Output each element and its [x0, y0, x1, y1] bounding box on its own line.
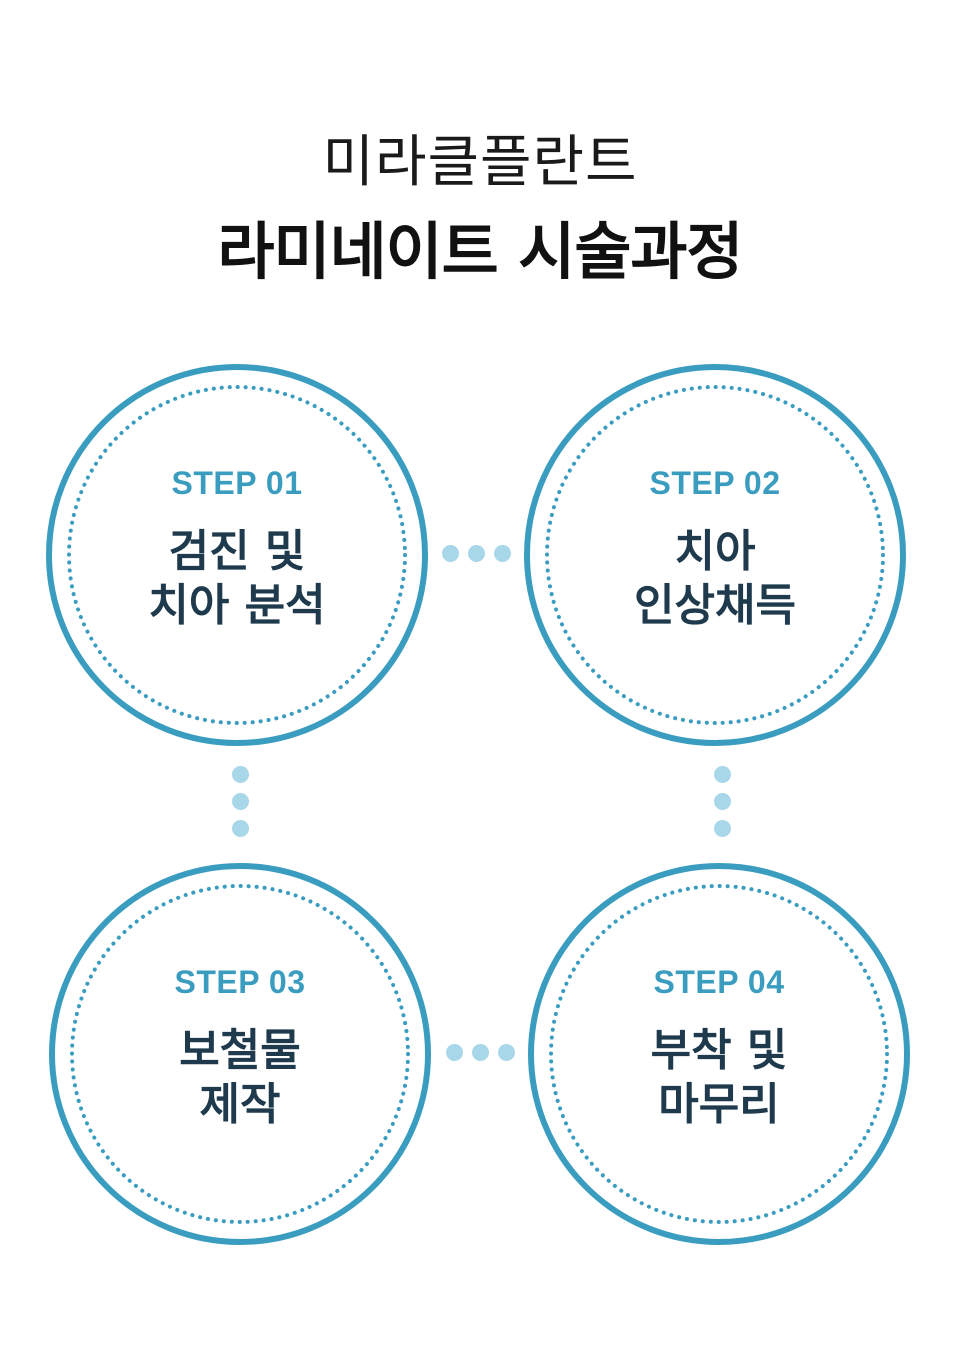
step-03-circle: STEP 03 보철물 제작: [48, 862, 432, 1246]
step-description: 검진 및 치아 분석: [45, 525, 429, 633]
connector-dot: [232, 820, 249, 837]
step-02-circle: STEP 02 치아 인상채득: [523, 363, 907, 747]
step-description-line1: 치아: [674, 526, 756, 577]
connector-dot: [714, 766, 731, 783]
connector-dot: [714, 793, 731, 810]
connector-dot: [446, 1044, 463, 1061]
connector-dots-bottom: [444, 1044, 524, 1061]
step-04-circle: STEP 04 부착 및 마무리: [527, 862, 911, 1246]
step-label: STEP 04: [653, 964, 785, 1000]
step-label: STEP 02: [649, 465, 781, 501]
step-description-line1: 부착 및: [650, 1025, 788, 1076]
connector-dots-top: [440, 545, 520, 562]
step-description-line1: 검진 및: [168, 526, 306, 577]
connector-dot: [494, 545, 511, 562]
step-01-circle: STEP 01 검진 및 치아 분석: [45, 363, 429, 747]
connector-dots-left: [232, 766, 249, 838]
connector-dot: [498, 1044, 515, 1061]
step-description: 치아 인상채득: [523, 525, 907, 633]
step-description: 보철물 제작: [48, 1024, 432, 1132]
step-ring: [46, 364, 428, 746]
step-description: 부착 및 마무리: [527, 1024, 911, 1132]
step-ring: [528, 863, 910, 1245]
connector-dots-right: [714, 766, 731, 838]
step-description-line1: 보철물: [179, 1025, 301, 1076]
connector-dot: [442, 545, 459, 562]
connector-dot: [232, 793, 249, 810]
step-label: STEP 01: [171, 465, 303, 501]
step-label: STEP 03: [174, 964, 306, 1000]
connector-dot: [232, 766, 249, 783]
connector-dot: [472, 1044, 489, 1061]
step-description-line2: 인상채득: [634, 580, 796, 631]
step-description-line2: 제작: [199, 1079, 281, 1130]
page-subtitle: 미라클플란트: [322, 130, 638, 195]
connector-dot: [714, 820, 731, 837]
step-ring: [524, 364, 906, 746]
connector-dot: [468, 545, 485, 562]
page-title: 라미네이트 시술과정: [217, 215, 744, 288]
step-description-line2: 치아 분석: [148, 580, 326, 631]
step-ring: [49, 863, 431, 1245]
step-description-line2: 마무리: [658, 1079, 780, 1130]
